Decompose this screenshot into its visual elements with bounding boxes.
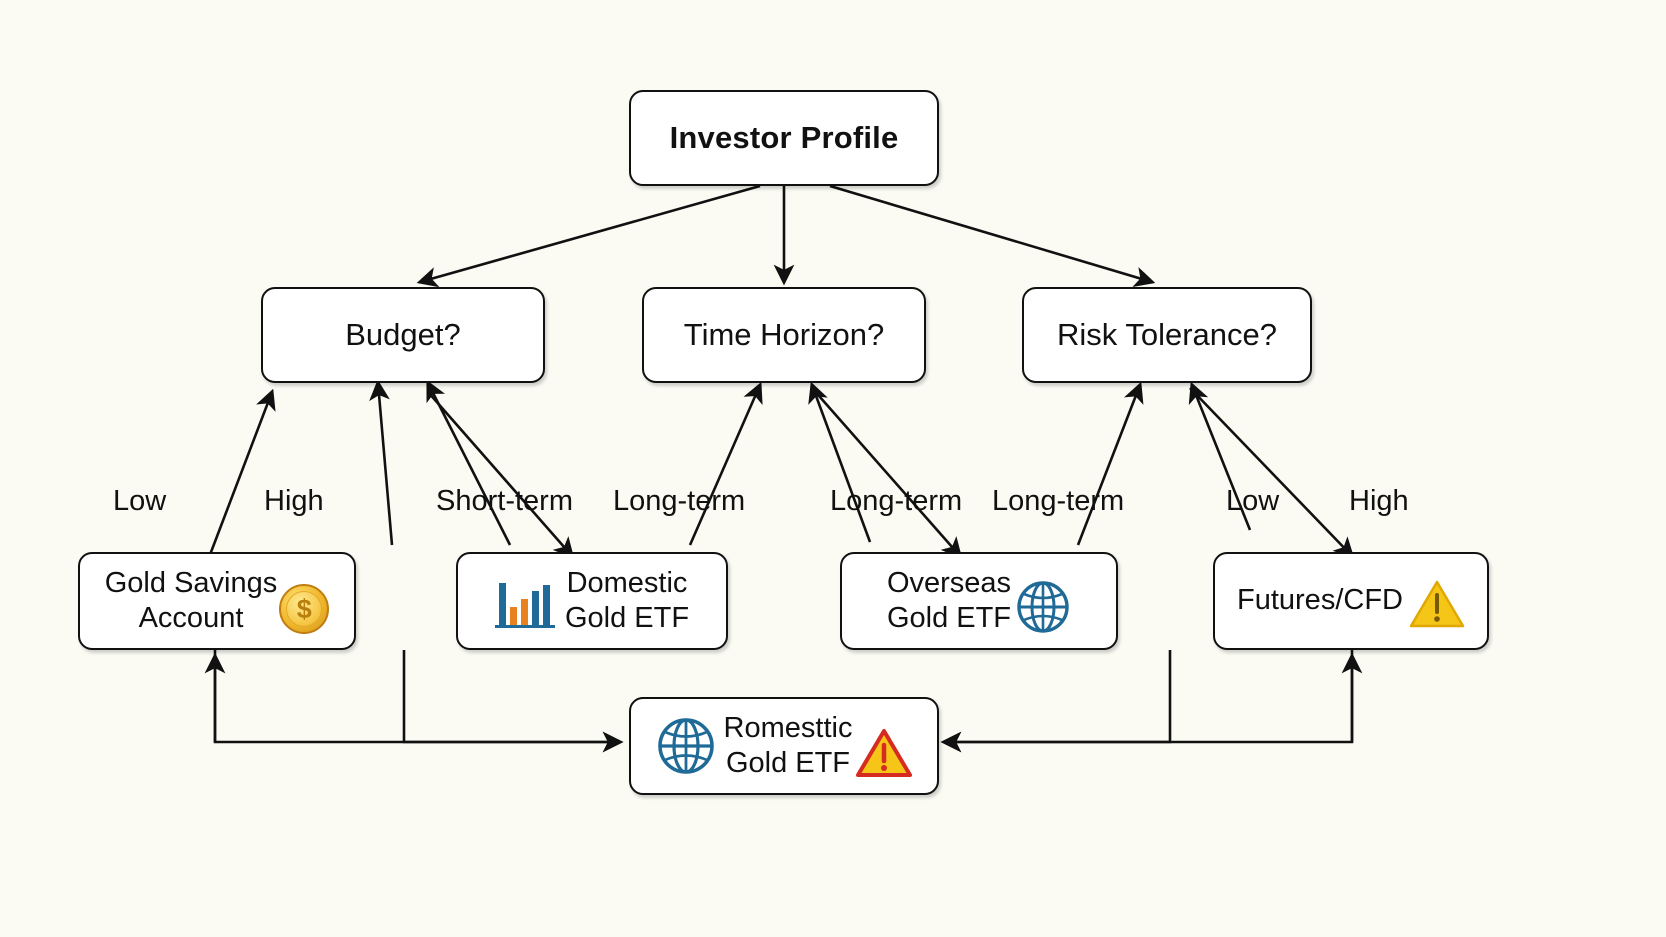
node-gold-savings-account[interactable]: Gold Savings Account $: [78, 552, 356, 650]
node-overseas-gold-etf[interactable]: Overseas Gold ETF: [840, 552, 1118, 650]
node-romesttic-gold-etf-text: Romesttic Gold ETF: [724, 711, 853, 782]
edge-futures-romesttic-route: [940, 650, 1354, 753]
edge-horizon-overseas: [811, 387, 963, 559]
edge-label-budget-low-text: Low: [113, 485, 167, 517]
node-investor-profile[interactable]: Investor Profile: [629, 90, 939, 186]
node-overseas-gold-etf-line2: Gold ETF: [886, 602, 1012, 634]
node-time-horizon-label: Time Horizon?: [683, 317, 885, 353]
node-futures-cfd-body: Futures/CFD: [1229, 573, 1473, 629]
edge-label-horizon-long-term-2: Long-term: [830, 485, 962, 518]
node-gold-savings-account-text: Gold Savings Account: [105, 566, 278, 637]
node-gold-savings-account-line1: Gold Savings: [104, 566, 278, 599]
node-romesttic-gold-etf[interactable]: Romesttic Gold ETF: [629, 697, 939, 795]
edge-overseas-romesttic-route: [940, 650, 1172, 753]
globe-icon: [1015, 579, 1071, 635]
node-domestic-gold-etf-line2: Gold ETF: [564, 602, 690, 634]
node-risk-tolerance[interactable]: Risk Tolerance?: [1022, 287, 1312, 383]
node-romesttic-gold-etf-line1: Romesttic: [723, 711, 853, 744]
edge-domestic-horizon: [688, 381, 763, 546]
edge-risk-futures: [1189, 387, 1355, 559]
node-overseas-gold-etf-body: Overseas Gold ETF: [879, 566, 1079, 637]
edge-label-horizon-short-term-text: Short-term: [436, 485, 573, 517]
warning-icon: [856, 728, 913, 778]
edge-label-horizon-long-term-2-text: Long-term: [830, 485, 963, 517]
edge-label-budget-high: High: [264, 485, 324, 518]
edge-overseas-risk: [1076, 381, 1144, 546]
node-budget[interactable]: Budget?: [261, 287, 545, 383]
edge-horizon-overseas-up: [808, 381, 872, 543]
edge-domestic-romesttic-route: [402, 650, 624, 753]
edge-savings-budget: [369, 379, 394, 546]
node-domestic-gold-etf-body: Domestic Gold ETF: [487, 566, 697, 637]
node-domestic-gold-etf[interactable]: Domestic Gold ETF: [456, 552, 728, 650]
node-overseas-gold-etf-text: Overseas Gold ETF: [887, 566, 1011, 637]
gold-coin-icon: $: [279, 584, 330, 634]
edge-label-risk-long-term: Long-term: [992, 485, 1124, 518]
edge-label-risk-high: High: [1349, 485, 1409, 518]
node-gold-savings-account-line2: Account: [138, 602, 244, 634]
edge-domestic-budget: [426, 379, 512, 546]
edge-root-risk: [829, 184, 1156, 288]
edge-label-horizon-long-term-text: Long-term: [613, 485, 746, 517]
node-gold-savings-account-body: Gold Savings Account $: [97, 566, 338, 637]
edge-label-budget-high-text: High: [264, 485, 324, 517]
node-time-horizon[interactable]: Time Horizon?: [642, 287, 926, 383]
node-budget-label: Budget?: [345, 317, 461, 353]
edge-label-horizon-long-term: Long-term: [613, 485, 745, 518]
globe-icon: [656, 716, 716, 776]
node-romesttic-gold-etf-line2: Gold ETF: [725, 747, 851, 779]
node-futures-cfd[interactable]: Futures/CFD: [1213, 552, 1489, 650]
edge-label-risk-high-text: High: [1349, 485, 1409, 517]
node-risk-tolerance-label: Risk Tolerance?: [1057, 317, 1277, 353]
edge-label-risk-low: Low: [1226, 485, 1279, 518]
node-domestic-gold-etf-line1: Domestic: [566, 566, 688, 599]
edge-savings-romesttic-route: [213, 650, 624, 753]
node-overseas-gold-etf-line1: Overseas: [886, 566, 1012, 599]
node-futures-cfd-line1: Futures/CFD: [1237, 584, 1403, 617]
edge-label-risk-low-text: Low: [1226, 485, 1280, 517]
edge-budget-domestic: [427, 391, 575, 559]
bar-chart-icon: [494, 573, 557, 629]
edge-root-budget: [416, 184, 761, 288]
edge-label-horizon-short-term: Short-term: [436, 485, 573, 518]
node-romesttic-gold-etf-body: Romesttic Gold ETF: [648, 711, 921, 782]
edge-label-risk-long-term-text: Long-term: [992, 485, 1125, 517]
node-investor-profile-label: Investor Profile: [669, 120, 899, 156]
node-domestic-gold-etf-text: Domestic Gold ETF: [565, 566, 689, 637]
edge-budget-savings: [206, 388, 276, 561]
edge-label-budget-low: Low: [113, 485, 166, 518]
warning-icon: [1409, 579, 1465, 629]
